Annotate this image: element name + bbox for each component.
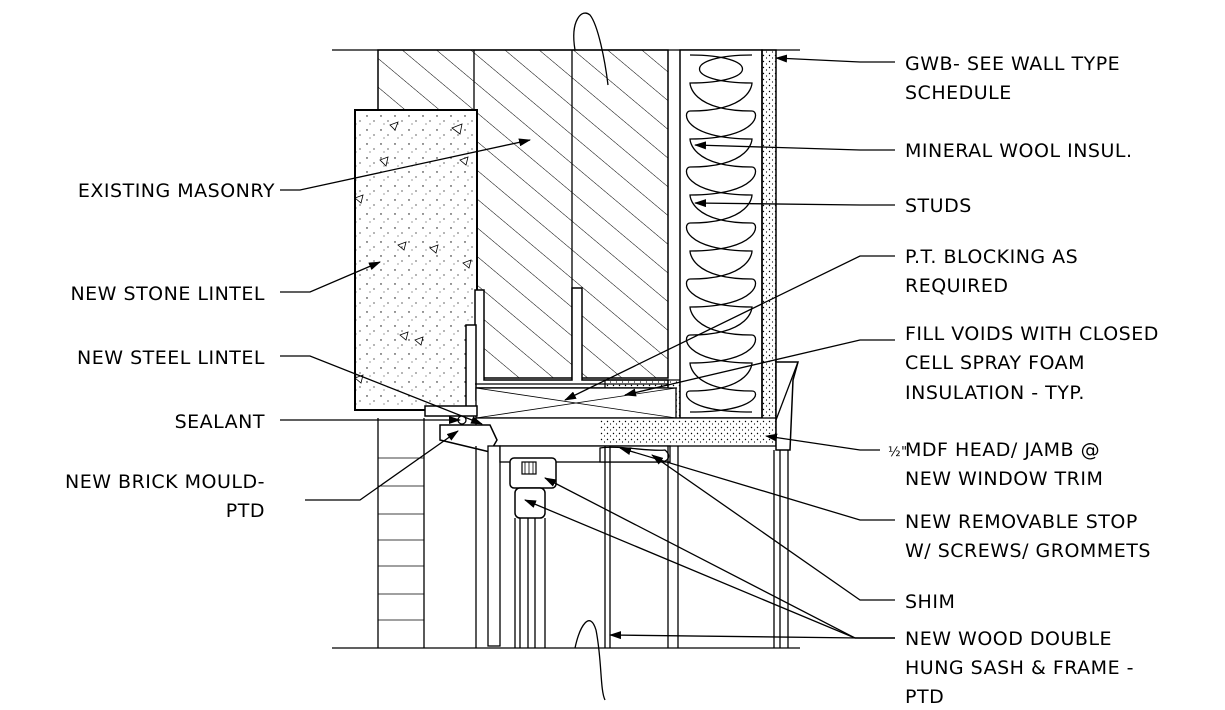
window-sash-frame xyxy=(487,445,671,648)
label-fill-voids-line1: FILL VOIDS WITH CLOSED xyxy=(905,323,1159,345)
label-mdf-line2: NEW WINDOW TRIM xyxy=(905,468,1103,490)
bottom-break-symbol xyxy=(574,620,606,701)
label-mdf-fraction: ½" xyxy=(888,445,908,460)
mineral-wool-insulation xyxy=(685,54,753,413)
label-fill-voids-line2: CELL SPRAY FOAM xyxy=(905,352,1085,374)
stone-lintel xyxy=(354,109,478,411)
label-stone-lintel: NEW STONE LINTEL xyxy=(70,283,265,305)
label-steel-lintel: NEW STEEL LINTEL xyxy=(77,347,265,369)
label-sealant: SEALANT xyxy=(175,411,265,433)
label-mdf-line1: MDF HEAD/ JAMB @ xyxy=(905,439,1100,461)
label-existing-masonry: EXISTING MASONRY xyxy=(78,180,275,202)
label-fill-voids-line3: INSULATION - TYP. xyxy=(905,382,1085,404)
label-gwb-line2: SCHEDULE xyxy=(905,82,1012,104)
gwb-layer xyxy=(761,49,777,421)
label-stop-line2: W/ SCREWS/ GROMMETS xyxy=(905,540,1151,562)
label-blocking-line1: P.T. BLOCKING AS xyxy=(905,246,1078,268)
label-mineral-wool: MINERAL WOOL INSUL. xyxy=(905,140,1133,162)
label-blocking-line2: REQUIRED xyxy=(905,275,1009,297)
label-studs: STUDS xyxy=(905,195,972,217)
stud-cavity xyxy=(679,49,763,419)
label-sash-line1: NEW WOOD DOUBLE xyxy=(905,628,1112,650)
label-brick-mould-line1: NEW BRICK MOULD- xyxy=(65,471,265,493)
leader-lines xyxy=(280,54,895,640)
mineral-wool-insulation xyxy=(689,54,757,413)
label-brick-mould-line2: PTD xyxy=(226,500,265,522)
label-stop-line1: NEW REMOVABLE STOP xyxy=(905,511,1138,533)
label-gwb-line1: GWB- SEE WALL TYPE xyxy=(905,53,1120,75)
pt-blocking xyxy=(475,387,677,419)
label-shim: SHIM xyxy=(905,591,955,613)
mdf-trim xyxy=(475,361,799,451)
label-sash-line3: PTD xyxy=(905,686,944,708)
label-sash-line2: HUNG SASH & FRAME - xyxy=(905,657,1134,679)
exterior-masonry-below xyxy=(377,418,789,648)
